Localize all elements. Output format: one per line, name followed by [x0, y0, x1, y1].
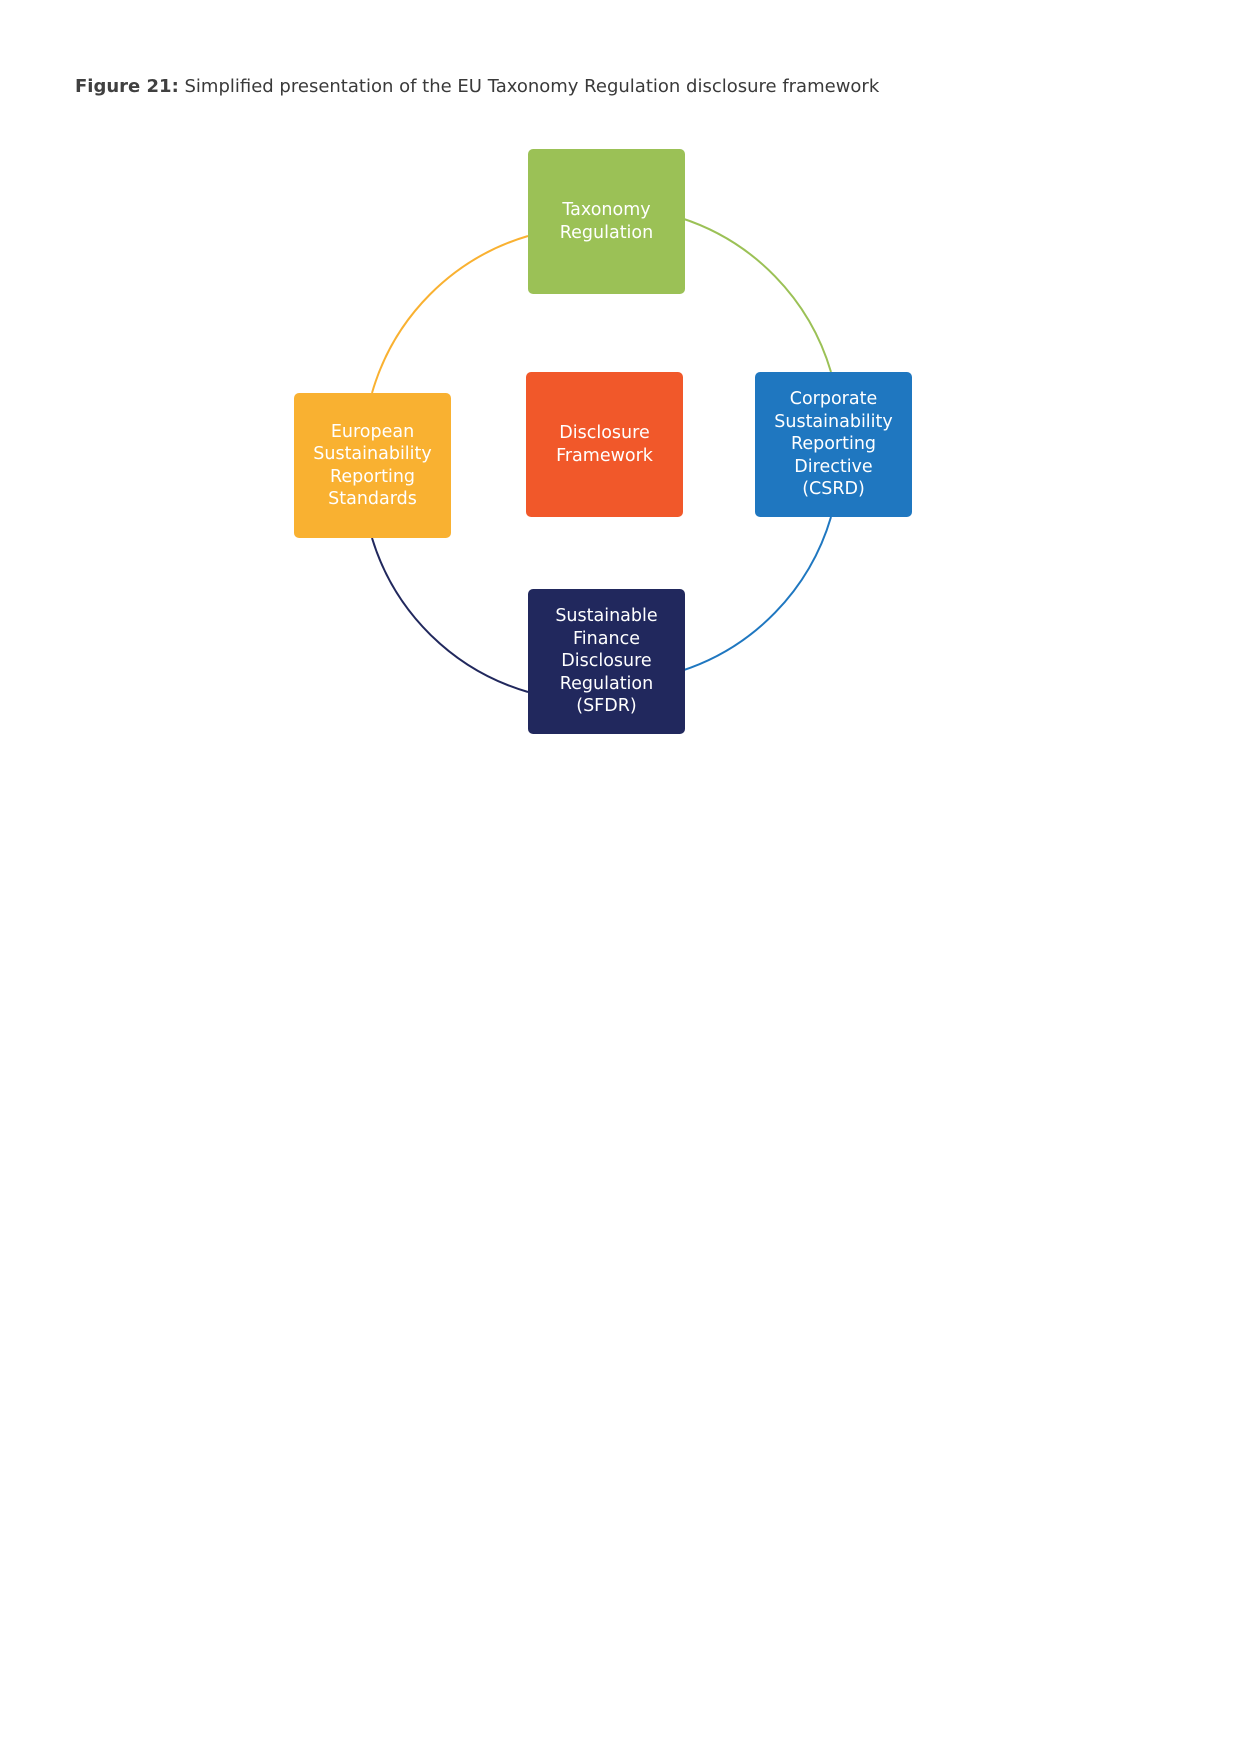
figure-label: Figure 21: [75, 76, 179, 97]
arc-taxonomy-to-csrd [680, 217, 832, 373]
node-taxonomy-regulation: Taxonomy Regulation [528, 149, 685, 294]
arc-sfdr-to-esrs [371, 537, 529, 693]
node-label-line: Regulation [559, 673, 654, 694]
node-disclosure-framework: Disclosure Framework [526, 372, 683, 517]
node-label-line: Framework [556, 445, 653, 466]
node-label-line: Standards [328, 489, 417, 509]
node-label-line: Sustainability [313, 444, 432, 464]
node-label-line: Disclosure [561, 651, 652, 672]
node-label-line: Finance [573, 628, 640, 649]
node-csrd: Corporate Sustainability Reporting Direc… [755, 372, 912, 517]
node-label-line: Reporting [329, 466, 416, 487]
node-label-line: Regulation [559, 222, 654, 243]
node-label-line: Taxonomy [562, 200, 651, 220]
node-sfdr: Sustainable Finance Disclosure Regulatio… [528, 589, 685, 734]
node-esrs: European Sustainability Reporting Standa… [294, 393, 451, 538]
node-label-line: (CSRD) [802, 479, 865, 500]
node-label-line: Disclosure [559, 423, 650, 443]
node-label-line: Corporate [789, 389, 878, 410]
node-label-line: Sustainability [774, 411, 893, 432]
node-label-line: European [330, 421, 415, 442]
figure-caption: Figure 21: Simplified presentation of th… [75, 76, 879, 97]
node-label-line: Sustainable [555, 606, 658, 627]
node-label-line: (SFDR) [576, 696, 637, 717]
node-label-line: Directive [794, 456, 873, 477]
arc-esrs-to-taxonomy [371, 235, 529, 394]
figure-title: Simplified presentation of the EU Taxono… [178, 76, 880, 97]
arc-csrd-to-sfdr [680, 516, 832, 672]
node-label-line: Reporting [790, 434, 877, 455]
